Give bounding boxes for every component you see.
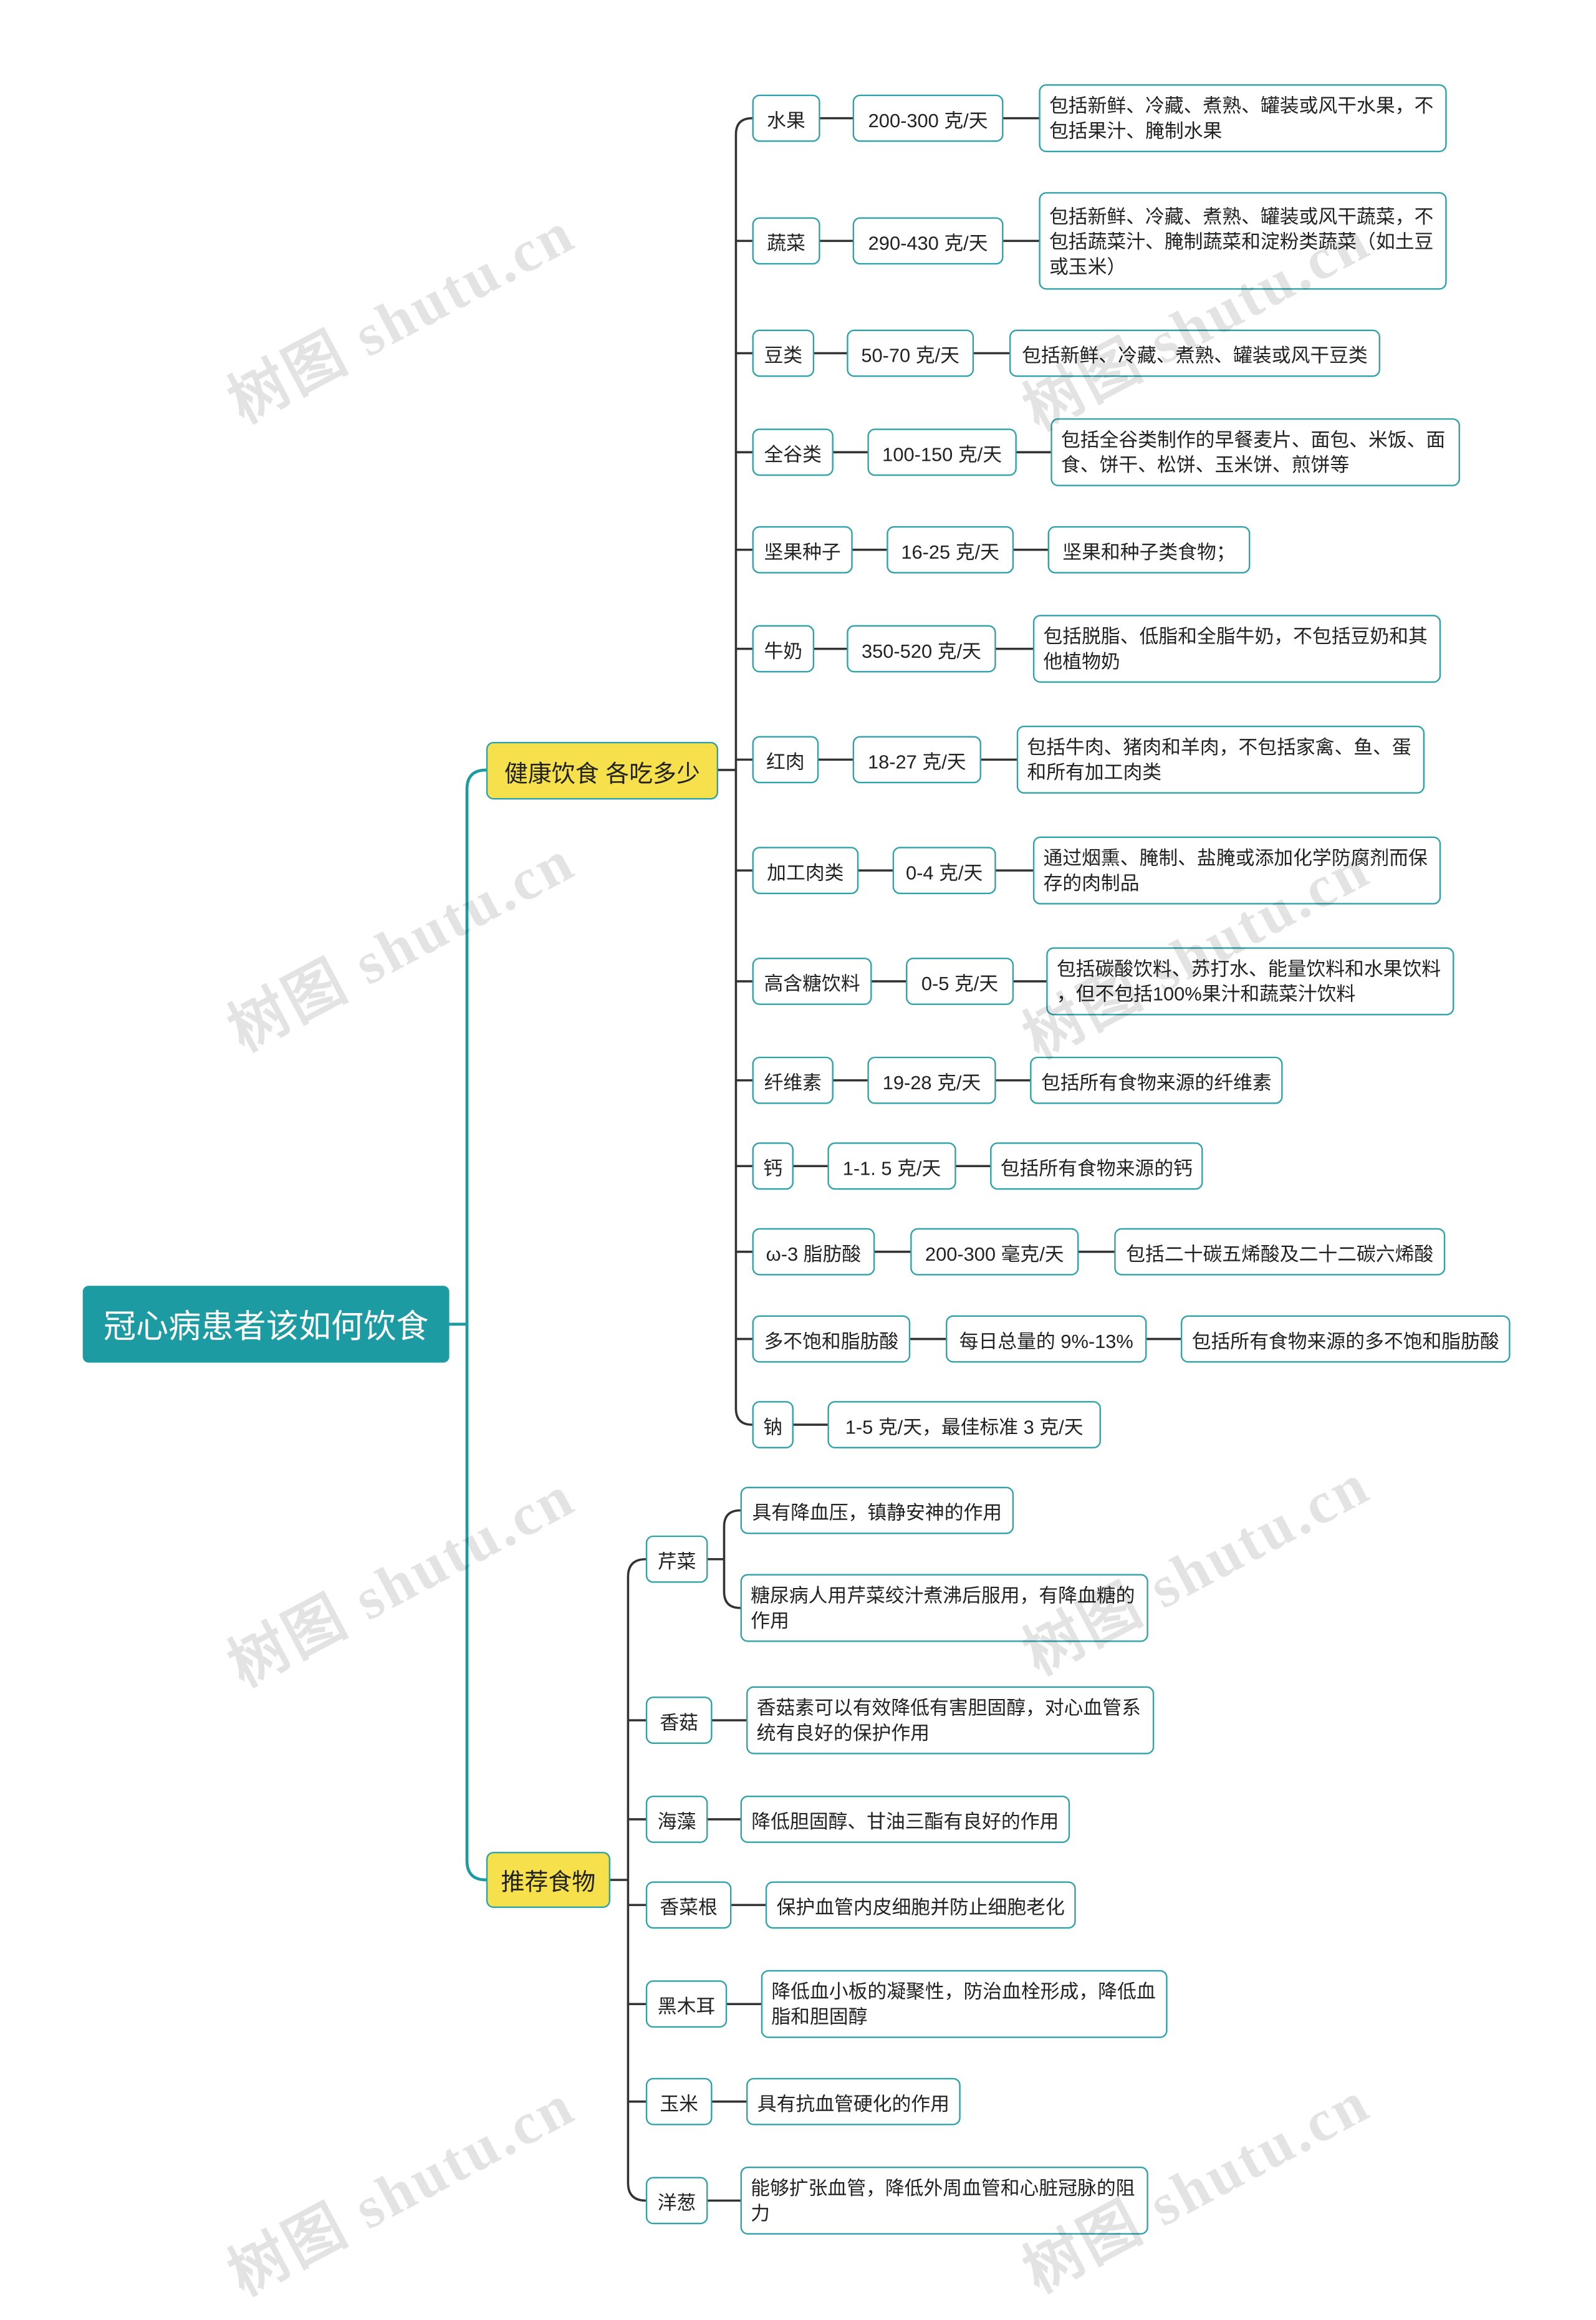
diet-topic-amount: 1-1. 5 克/天 (827, 1142, 956, 1190)
diet-topic-name: 加工肉类 (752, 847, 859, 895)
food-topic-note: 糖尿病人用芹菜绞汁煮沸后服用，有降血糖的作用 (740, 1574, 1148, 1642)
food-topic-note: 具有降血压，镇静安神的作用 (740, 1486, 1014, 1534)
diet-topic-name: 坚果种子 (752, 526, 853, 574)
diet-topic-note: 包括所有食物来源的多不饱和脂肪酸 (1180, 1315, 1511, 1363)
food-topic-name: 海藻 (645, 1796, 708, 1843)
food-topic-note: 具有抗血管硬化的作用 (746, 2077, 961, 2125)
diet-topic-note: 包括所有食物来源的纤维素 (1030, 1056, 1283, 1104)
food-topic-note: 降低胆固醇、甘油三酯有良好的作用 (740, 1796, 1070, 1843)
connector-line (717, 117, 754, 1426)
connector-line (448, 768, 488, 1882)
diet-topic-amount: 100-150 克/天 (867, 428, 1017, 476)
food-topic-note: 保护血管内皮细胞并防止细胞老化 (765, 1881, 1076, 1929)
diet-topic-note: 包括全谷类制作的早餐麦片、面包、米饭、面食、饼干、松饼、玉米饼、煎饼等 (1050, 418, 1460, 486)
branch-topic-foods: 推荐食物 (486, 1852, 610, 1908)
diet-topic-amount: 19-28 克/天 (867, 1056, 996, 1104)
food-topic-name: 洋葱 (645, 2177, 708, 2225)
diet-topic-amount: 200-300 克/天 (852, 94, 1004, 142)
diet-topic-amount: 18-27 克/天 (852, 736, 981, 784)
food-topic-name: 玉米 (645, 2077, 713, 2125)
food-topic-note: 降低血小板的凝聚性，防治血栓形成，降低血脂和胆固醇 (761, 1970, 1168, 2038)
diet-topic-note: 包括新鲜、冷藏、煮熟、罐装或风干水果，不包括果汁、腌制水果 (1039, 84, 1447, 153)
diet-topic-note: 包括脱脂、低脂和全脂牛奶，不包括豆奶和其他植物奶 (1032, 615, 1441, 683)
diet-topic-note: 包括新鲜、冷藏、煮熟、罐装或风干蔬菜，不包括蔬菜汁、腌制蔬菜和淀粉类蔬菜（如土豆… (1039, 192, 1447, 290)
diet-topic-amount: 350-520 克/天 (847, 625, 996, 673)
diet-topic-name: 豆类 (752, 329, 815, 377)
diet-topic-note: 通过烟熏、腌制、盐腌或添加化学防腐剂而保存的肉制品 (1032, 836, 1441, 905)
diet-topic-note: 包括所有食物来源的钙 (990, 1142, 1203, 1190)
diet-topic-amount: 16-25 克/天 (887, 526, 1014, 574)
connector-line (609, 1557, 647, 2202)
food-topic-note: 香菇素可以有效降低有害胆固醇，对心血管系统有良好的保护作用 (746, 1686, 1155, 1754)
diet-topic-name: 钠 (752, 1401, 794, 1448)
connector-line (706, 1509, 742, 1609)
food-topic-name: 芹菜 (645, 1535, 708, 1583)
root-topic: 冠心病患者该如何饮食 (82, 1286, 449, 1363)
diet-topic-amount: 每日总量的 9%-13% (946, 1315, 1147, 1363)
diet-topic-amount: 1-5 克/天，最佳标准 3 克/天 (827, 1401, 1101, 1448)
food-topic-name: 香菜根 (645, 1881, 732, 1929)
diet-topic-name: 红肉 (752, 736, 819, 784)
food-topic-name: 黑木耳 (645, 1980, 728, 2028)
diet-topic-amount: 200-300 毫克/天 (910, 1228, 1079, 1276)
diet-topic-name: ω-3 脂肪酸 (752, 1228, 875, 1276)
food-topic-name: 香菇 (645, 1697, 713, 1745)
food-topic-note: 能够扩张血管，降低外周血管和心脏冠脉的阻力 (740, 2166, 1148, 2235)
diet-topic-amount: 290-430 克/天 (852, 217, 1004, 265)
diet-topic-name: 钙 (752, 1142, 794, 1190)
diet-topic-name: 蔬菜 (752, 217, 820, 265)
diet-topic-note: 包括碳酸饮料、苏打水、能量饮料和水果饮料，但不包括100%果汁和蔬菜汁饮料 (1046, 947, 1454, 1016)
diet-topic-amount: 0-4 克/天 (892, 847, 996, 895)
diet-topic-note: 包括新鲜、冷藏、煮熟、罐装或风干豆类 (1009, 329, 1380, 377)
diet-topic-note: 包括牛肉、猪肉和羊肉，不包括家禽、鱼、蛋和所有加工肉类 (1016, 725, 1425, 794)
diet-topic-name: 纤维素 (752, 1056, 834, 1104)
diet-topic-note: 包括二十碳五烯酸及二十二碳六烯酸 (1114, 1228, 1446, 1276)
diet-topic-name: 全谷类 (752, 428, 834, 476)
diet-topic-amount: 50-70 克/天 (847, 329, 974, 377)
diet-topic-name: 水果 (752, 94, 820, 142)
diet-topic-name: 牛奶 (752, 625, 815, 673)
branch-topic-diet: 健康饮食 各吃多少 (486, 741, 718, 800)
diet-topic-name: 高含糖饮料 (752, 958, 872, 1005)
diet-topic-note: 坚果和种子类食物； (1047, 526, 1251, 574)
diet-topic-amount: 0-5 克/天 (906, 958, 1014, 1005)
diet-topic-name: 多不饱和脂肪酸 (752, 1315, 911, 1363)
